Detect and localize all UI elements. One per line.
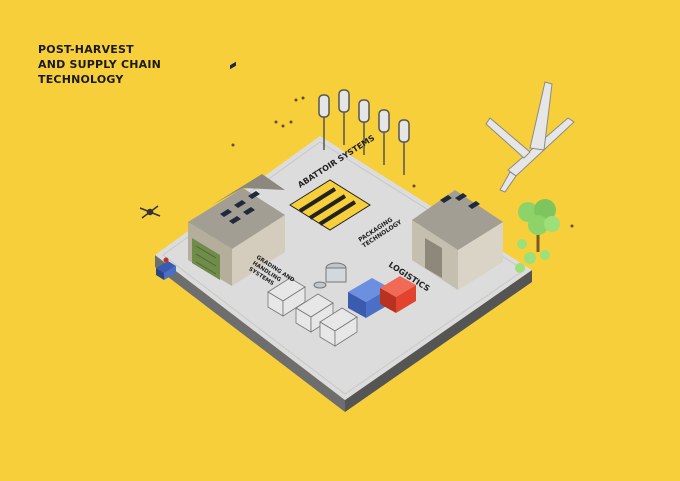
green-wall [192,238,220,280]
left-building-roof-ridge [212,174,285,205]
right-building-roof [412,190,503,250]
wind-turbine-icon [338,89,350,145]
solar-panel [229,216,241,224]
right-building-side [458,222,503,290]
page-title: POST-HARVEST AND SUPPLY CHAIN TECHNOLOGY [38,42,161,87]
crate-stacks [267,277,358,347]
wind-turbine-icon [378,109,390,165]
airplane-icon [485,81,575,193]
solar-panel [234,200,246,208]
bees [231,96,574,228]
left-building-side [232,215,285,286]
solar-panel [220,209,232,217]
right-building [412,190,503,290]
platform-left-side [155,255,345,412]
platform-right-side [345,270,532,412]
forklift [156,257,176,280]
left-building [188,61,285,286]
wind-turbine-icon [358,99,370,155]
drone-icon [139,205,161,219]
solar-panel [468,201,480,209]
wind-turbine-icon [398,119,410,175]
title-line-2: AND SUPPLY CHAIN [38,58,162,71]
right-building-door [425,238,442,278]
title-line-1: POST-HARVEST [38,43,134,56]
solar-panel [248,191,260,199]
solar-panels-left [230,61,236,70]
red-truck [380,276,416,313]
solar-panel [243,207,255,215]
tree-icon [518,199,560,252]
solar-panel [440,195,452,203]
storage-tanks [313,262,347,289]
title-line-3: TECHNOLOGY [38,73,124,86]
wind-turbines [318,89,410,175]
solar-panel [455,193,467,201]
wind-turbine-icon [318,94,330,150]
hazard-pad [289,179,371,231]
hex-bushes [515,239,550,273]
